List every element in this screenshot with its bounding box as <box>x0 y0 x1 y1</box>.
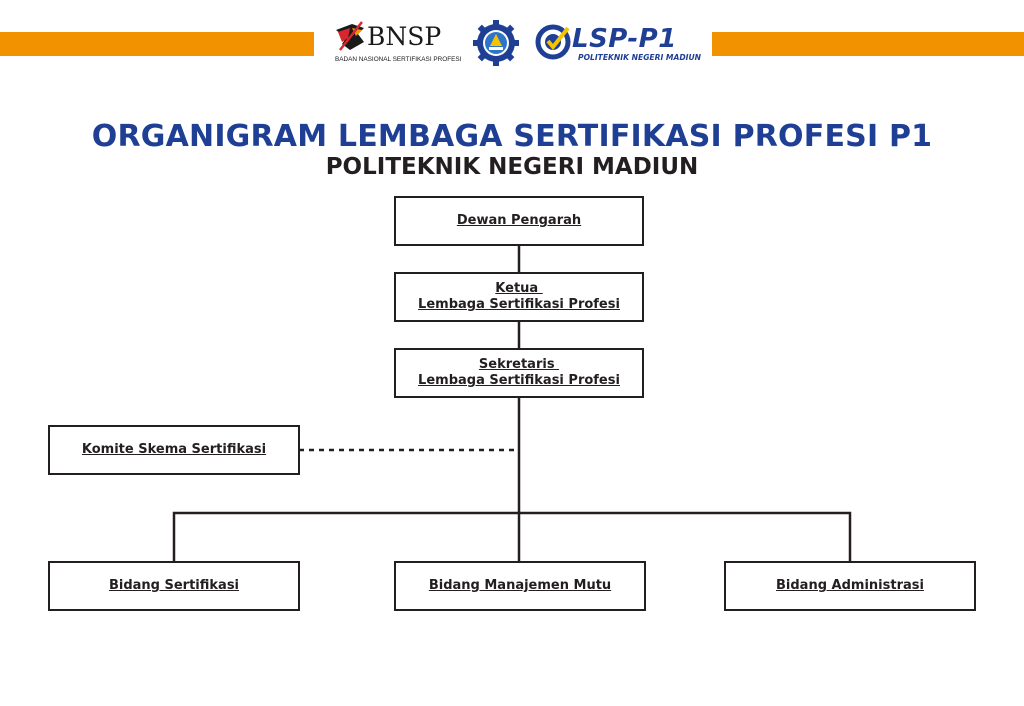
node-komite-skema: Komite Skema Sertifikasi <box>48 425 300 475</box>
lsp-wordmark: LSP-P1 <box>572 24 677 54</box>
node-sekretaris-title: Sekretaris <box>478 357 560 372</box>
orange-header-bar-right <box>712 32 1024 56</box>
node-bidang-administrasi: Bidang Administrasi <box>724 561 976 611</box>
node-ketua-label: Lembaga Sertifikasi Profesi <box>418 297 620 312</box>
bnsp-wordmark: BNSP <box>367 22 442 51</box>
node-bidang-administrasi-label: Bidang Administrasi <box>776 578 924 593</box>
bnsp-full-name: BADAN NASIONAL SERTIFIKASI PROFESI <box>335 56 462 63</box>
node-dewan-pengarah: Dewan Pengarah <box>394 196 644 246</box>
gear-emblem-icon <box>473 20 519 66</box>
node-bidang-sertifikasi-label: Bidang Sertifikasi <box>108 578 240 593</box>
page-title: ORGANIGRAM LEMBAGA SERTIFIKASI PROFESI P… <box>91 119 933 154</box>
connector-bidang-branch <box>172 511 852 562</box>
lsp-p1-logo: LSP-P1 POLITEKNIK NEGERI MADIUN <box>534 22 704 64</box>
node-sekretaris-label: Lembaga Sertifikasi Profesi <box>418 373 620 388</box>
node-komite-label: Komite Skema Sertifikasi <box>81 442 267 457</box>
bnsp-garuda-icon <box>336 21 364 51</box>
node-bidang-sertifikasi: Bidang Sertifikasi <box>48 561 300 611</box>
node-ketua: Ketua Lembaga Sertifikasi Profesi <box>394 272 644 322</box>
node-dewan-label: Dewan Pengarah <box>456 213 582 228</box>
orange-header-bar-left <box>0 32 314 56</box>
lsp-checkmark-icon <box>535 24 571 60</box>
bnsp-logo: BNSP BADAN NASIONAL SERTIFIKASI PROFESI <box>334 18 462 64</box>
lsp-subtitle: POLITEKNIK NEGERI MADIUN <box>578 53 702 62</box>
node-bidang-manajemen-mutu: Bidang Manajemen Mutu <box>394 561 646 611</box>
node-bidang-mutu-label: Bidang Manajemen Mutu <box>428 578 612 593</box>
node-ketua-title: Ketua <box>495 281 543 296</box>
politeknik-emblem <box>472 19 520 67</box>
page-subtitle: POLITEKNIK NEGERI MADIUN <box>325 154 699 180</box>
node-sekretaris: Sekretaris Lembaga Sertifikasi Profesi <box>394 348 644 398</box>
